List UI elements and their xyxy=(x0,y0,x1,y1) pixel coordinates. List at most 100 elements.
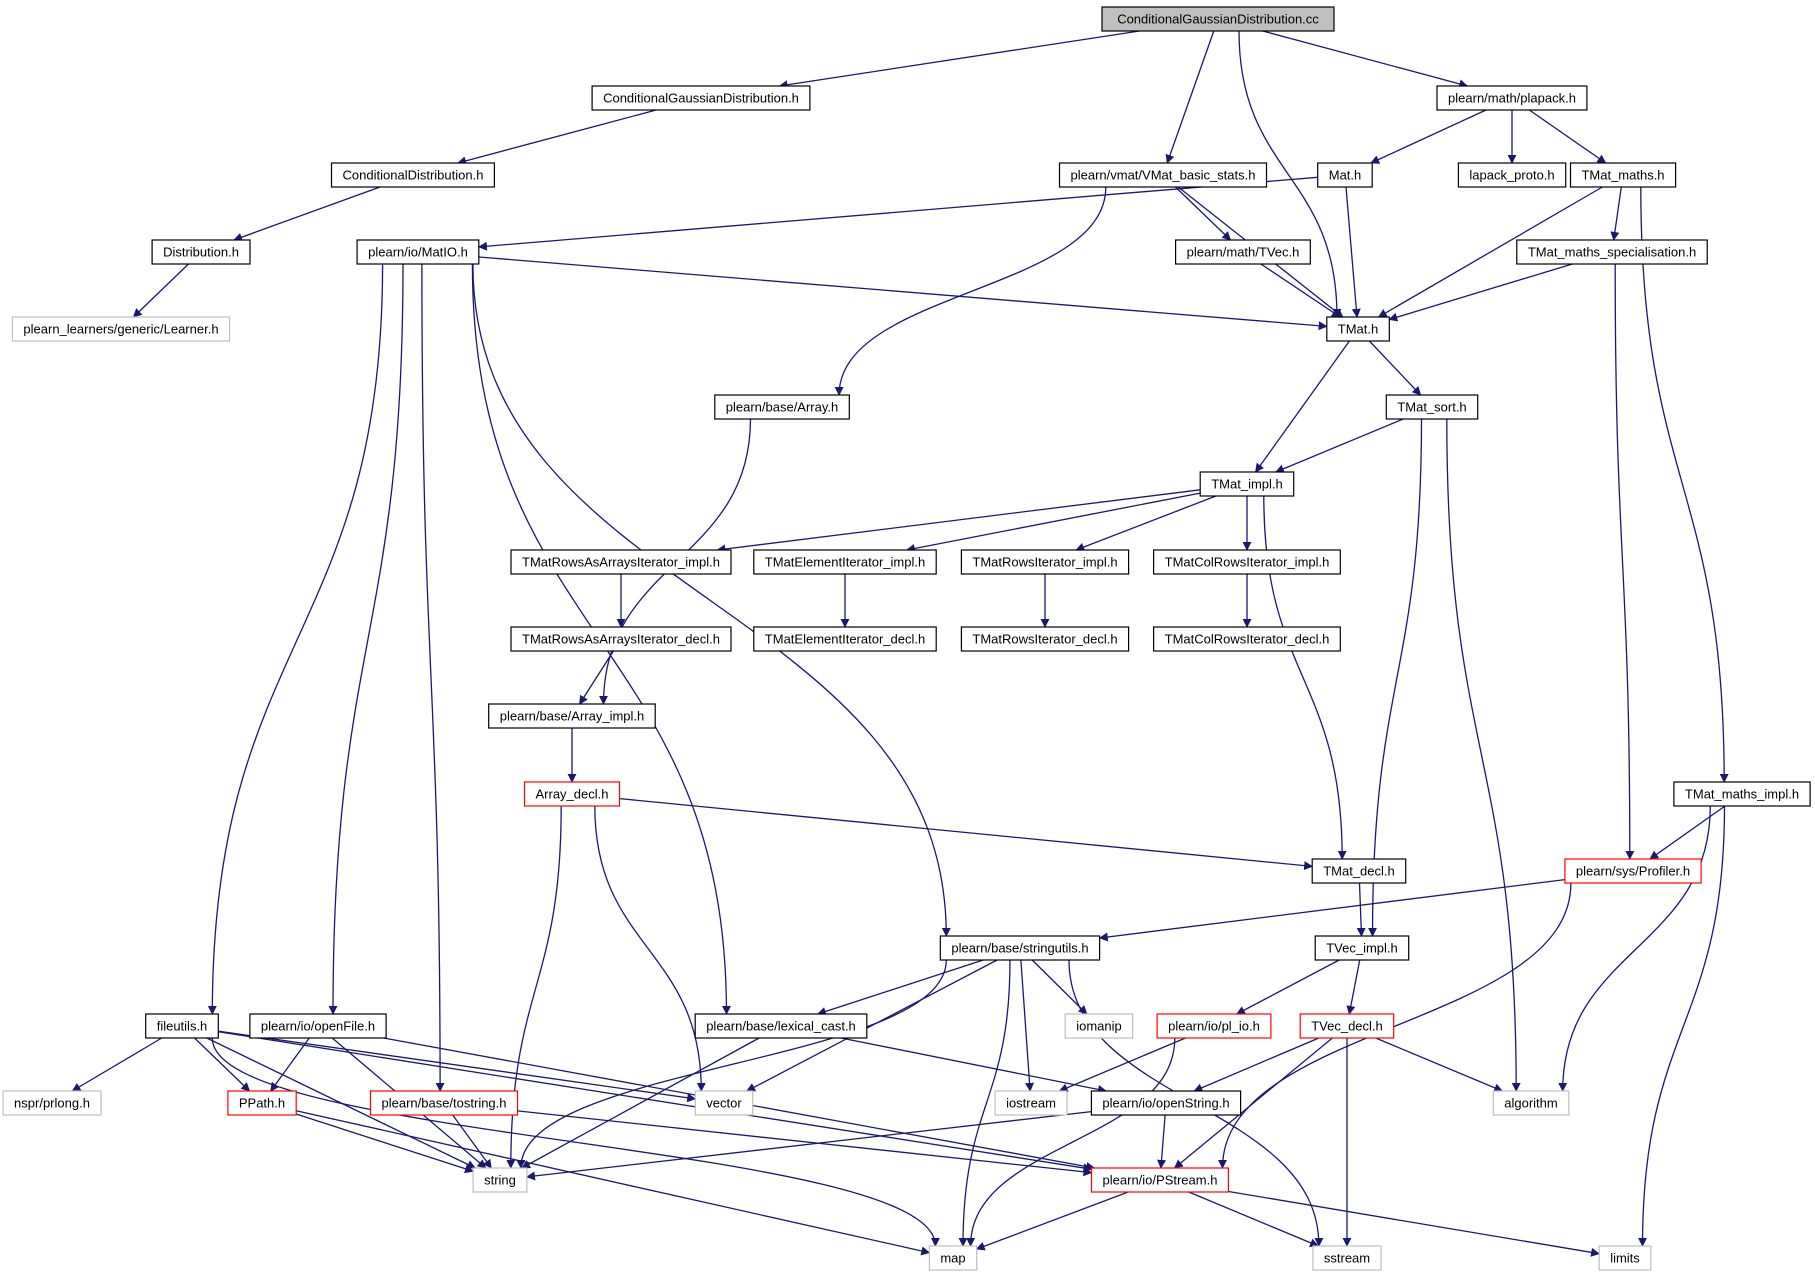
edge-stringutils-to-iostream xyxy=(1020,959,1035,1092)
node-rows-arrays-impl[interactable]: TMatRowsAsArraysIterator_impl.h xyxy=(510,549,732,575)
node-tmat-h[interactable]: TMat.h xyxy=(1326,316,1390,342)
node-label: TVec_decl.h xyxy=(1311,1019,1383,1034)
node-box xyxy=(994,1090,1068,1116)
node-tvec-impl[interactable]: TVec_impl.h xyxy=(1314,935,1410,961)
node-box xyxy=(11,316,231,342)
node-elem-impl[interactable]: TMatElementIterator_impl.h xyxy=(753,549,937,575)
node-box xyxy=(960,549,1130,575)
edge-cgd_cc-to-cgd_h xyxy=(778,30,1140,90)
node-label: plearn/io/openString.h xyxy=(1102,1096,1229,1111)
edge-tmat_impl-to-elem_impl xyxy=(905,492,1201,553)
node-tmat-maths-impl[interactable]: TMat_maths_impl.h xyxy=(1673,781,1811,807)
node-matio[interactable]: plearn/io/MatIO.h xyxy=(356,239,480,265)
edge-vmat_stats-to-array_h xyxy=(834,186,1107,396)
node-box xyxy=(753,549,937,575)
node-rows-arrays-decl[interactable]: TMatRowsAsArraysIterator_decl.h xyxy=(510,626,732,652)
node-pl-io[interactable]: plearn/io/pl_io.h xyxy=(1156,1013,1272,1039)
edge-cgd_h-to-conddist xyxy=(457,109,657,166)
node-box xyxy=(1312,1245,1382,1271)
edge-tmat_h-to-tmat_impl xyxy=(1255,340,1350,473)
node-cgd-cc[interactable]: ConditionalGaussianDistribution.cc xyxy=(1101,6,1335,32)
node-array-decl[interactable]: Array_decl.h xyxy=(523,781,621,807)
node-colrows-impl[interactable]: TMatColRowsIterator_impl.h xyxy=(1152,549,1341,575)
node-label: TMatRowsIterator_impl.h xyxy=(972,555,1117,570)
node-tmat-decl[interactable]: TMat_decl.h xyxy=(1311,858,1407,884)
node-label: plearn/vmat/VMat_basic_stats.h xyxy=(1071,168,1256,183)
node-tmat-spec[interactable]: TMat_maths_specialisation.h xyxy=(1516,239,1708,265)
node-label: lapack_proto.h xyxy=(1469,168,1554,183)
edge-array_decl-to-vector xyxy=(594,805,706,1092)
node-label: TMat_maths_specialisation.h xyxy=(1528,245,1696,260)
edge-fileutils-to-pstream xyxy=(218,1031,1093,1173)
edge-mat_h-to-tmat_h xyxy=(1345,186,1361,318)
node-conddist[interactable]: ConditionalDistribution.h xyxy=(330,162,495,188)
edge-rows_arrays_decl-to-array_impl xyxy=(579,650,614,705)
node-label: TMat_maths_impl.h xyxy=(1685,787,1799,802)
node-box xyxy=(510,549,732,575)
node-label: nspr/prlong.h xyxy=(14,1096,90,1111)
node-label: Array_decl.h xyxy=(536,787,609,802)
edge-fileutils-to-ppath xyxy=(194,1037,251,1092)
node-tmat-impl[interactable]: TMat_impl.h xyxy=(1199,471,1295,497)
node-box xyxy=(488,703,656,729)
node-tmat-maths[interactable]: TMat_maths.h xyxy=(1569,162,1677,188)
edge-tvec_h-to-tmat_h xyxy=(1260,263,1341,318)
edge-profiler-to-pstream xyxy=(1218,882,1572,1169)
node-limits: limits xyxy=(1598,1245,1652,1271)
edge-tmat_maths-to-tmat_h xyxy=(1377,186,1603,318)
node-label: TMatColRowsIterator_decl.h xyxy=(1165,632,1330,647)
node-box xyxy=(249,1013,387,1039)
node-rows-decl[interactable]: TMatRowsIterator_decl.h xyxy=(960,626,1130,652)
node-mat-h[interactable]: Mat.h xyxy=(1317,162,1373,188)
node-label: plearn_learners/generic/Learner.h xyxy=(23,322,218,337)
edge-tvec_impl-to-pl_io xyxy=(1236,959,1340,1015)
edges-layer xyxy=(71,30,1729,1257)
node-tvec-decl[interactable]: TVec_decl.h xyxy=(1299,1013,1395,1039)
node-array-h[interactable]: plearn/base/Array.h xyxy=(714,394,850,420)
node-box xyxy=(694,1090,754,1116)
node-label: TMat_maths.h xyxy=(1581,168,1664,183)
node-openfile[interactable]: plearn/io/openFile.h xyxy=(249,1013,387,1039)
node-learner: plearn_learners/generic/Learner.h xyxy=(11,316,231,342)
node-pstream[interactable]: plearn/io/PStream.h xyxy=(1090,1167,1229,1193)
node-profiler[interactable]: plearn/sys/Profiler.h xyxy=(1564,858,1702,884)
node-cgd-h[interactable]: ConditionalGaussianDistribution.h xyxy=(591,85,811,111)
node-rows-impl[interactable]: TMatRowsIterator_impl.h xyxy=(960,549,1130,575)
edge-tmat_impl-to-rows_arrays_impl xyxy=(716,489,1201,554)
node-tostring[interactable]: plearn/base/tostring.h xyxy=(369,1090,519,1116)
node-colrows-decl[interactable]: TMatColRowsIterator_decl.h xyxy=(1152,626,1341,652)
node-array-impl[interactable]: plearn/base/Array_impl.h xyxy=(488,703,656,729)
node-label: TMatRowsIterator_decl.h xyxy=(972,632,1117,647)
node-vmat-stats[interactable]: plearn/vmat/VMat_basic_stats.h xyxy=(1058,162,1268,188)
node-box xyxy=(1199,471,1295,497)
node-distribution[interactable]: Distribution.h xyxy=(151,239,251,265)
node-label: iostream xyxy=(1006,1096,1056,1111)
node-tmat-sort[interactable]: TMat_sort.h xyxy=(1385,394,1479,420)
edge-conddist-to-distribution xyxy=(233,186,381,242)
node-ppath[interactable]: PPath.h xyxy=(227,1090,297,1116)
node-box xyxy=(1492,1090,1570,1116)
node-label: plearn/sys/Profiler.h xyxy=(1576,864,1690,879)
edge-tmat_spec-to-profiler xyxy=(1614,263,1635,860)
node-plapack[interactable]: plearn/math/plapack.h xyxy=(1436,85,1588,111)
node-label: TMatColRowsIterator_impl.h xyxy=(1165,555,1330,570)
node-fileutils[interactable]: fileutils.h xyxy=(145,1013,219,1039)
node-lexical-cast[interactable]: plearn/base/lexical_cast.h xyxy=(694,1013,868,1039)
edge-stringutils-to-string xyxy=(516,959,947,1169)
node-iostream: iostream xyxy=(994,1090,1068,1116)
node-vector: vector xyxy=(694,1090,754,1116)
edge-stringutils-to-lexical_cast xyxy=(816,959,984,1016)
edge-vmat_stats-to-tvec_h xyxy=(1175,186,1232,241)
node-openstring[interactable]: plearn/io/openString.h xyxy=(1090,1090,1242,1116)
node-box xyxy=(1436,85,1588,111)
node-stringutils[interactable]: plearn/base/stringutils.h xyxy=(939,935,1101,961)
node-box xyxy=(1156,1013,1272,1039)
node-lapack[interactable]: lapack_proto.h xyxy=(1457,162,1567,188)
node-elem-decl[interactable]: TMatElementIterator_decl.h xyxy=(753,626,937,652)
node-label: TMatRowsAsArraysIterator_decl.h xyxy=(522,632,720,647)
edge-matio-to-tostring xyxy=(421,263,445,1092)
node-tvec-h[interactable]: plearn/math/TVec.h xyxy=(1174,239,1311,265)
edge-pstream-to-sstream xyxy=(1188,1191,1320,1248)
edge-ppath-to-map xyxy=(295,1110,931,1256)
edge-tostring-to-pstream xyxy=(517,1110,1093,1177)
